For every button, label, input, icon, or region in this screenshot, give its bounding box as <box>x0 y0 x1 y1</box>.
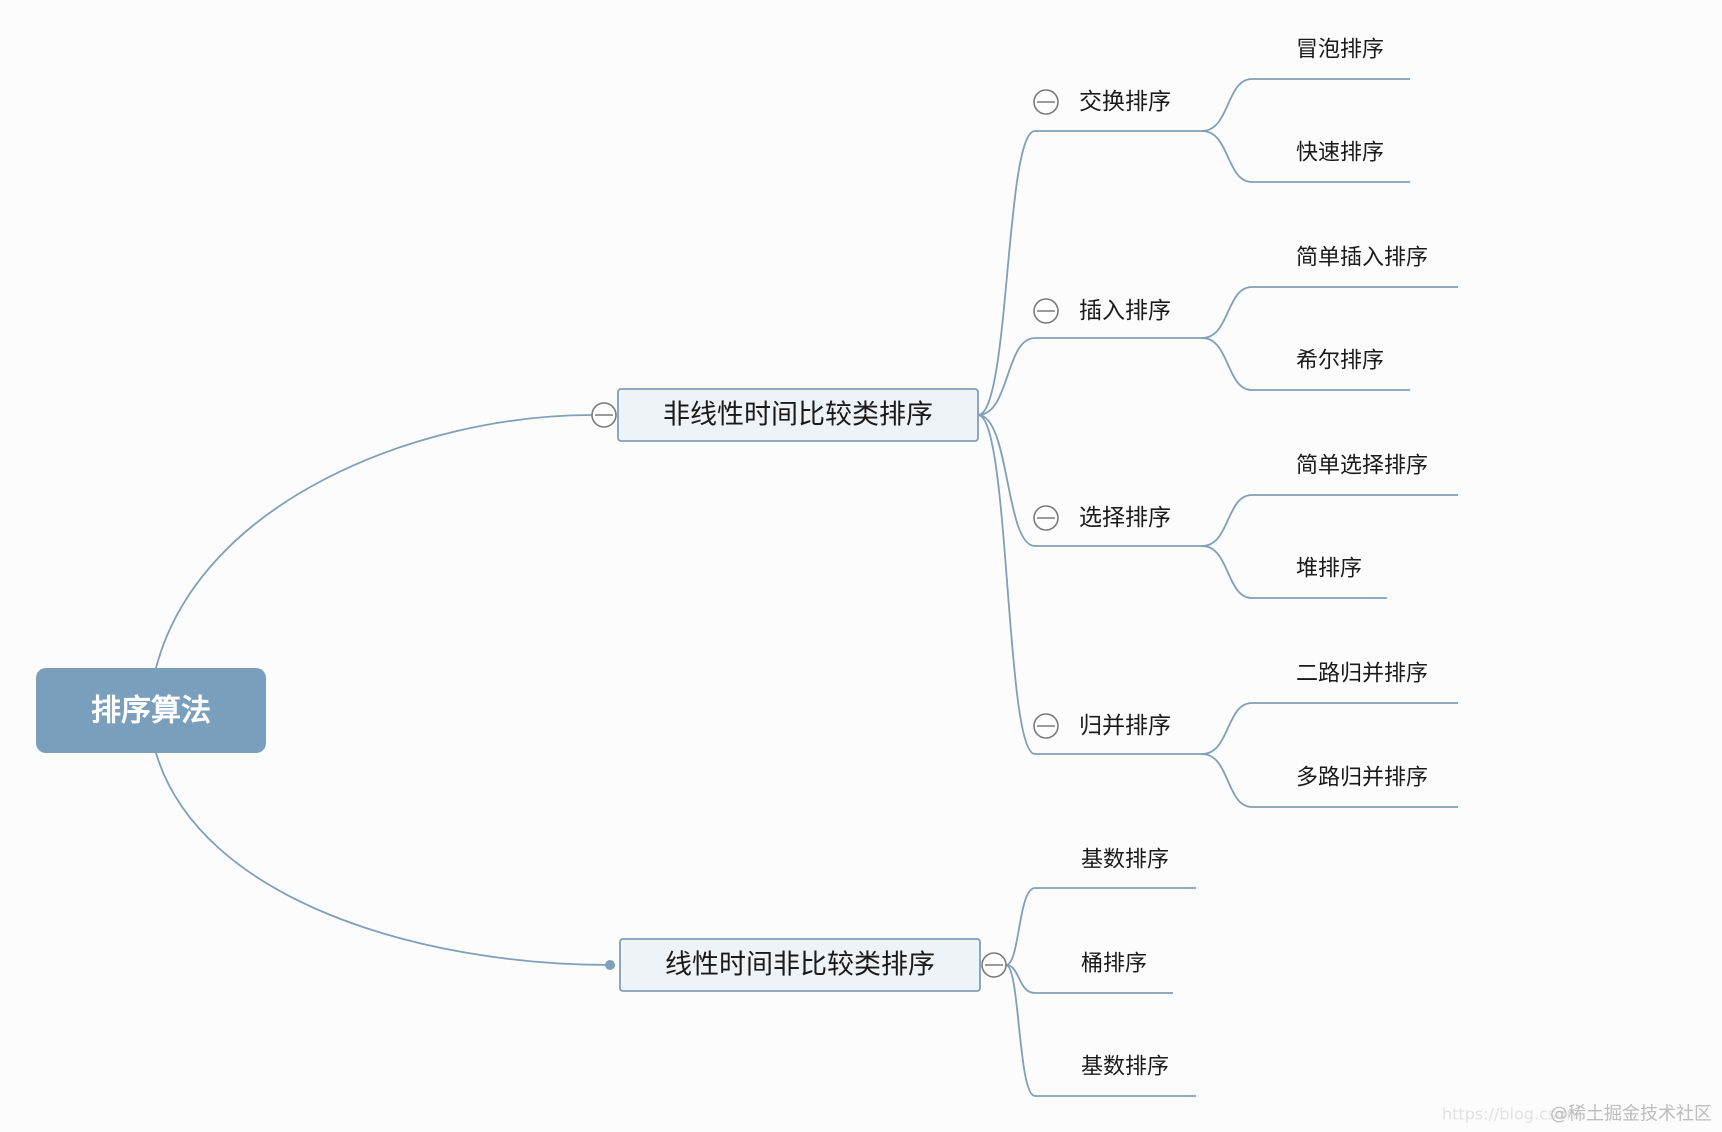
link-branch2-to-radix-1 <box>1005 887 1196 966</box>
link-select-to-simple-select <box>1201 494 1458 547</box>
collapse-icon[interactable] <box>1033 505 1059 531</box>
subtopic-label: 交换排序 <box>1079 89 1171 115</box>
leaf-topic-radix-sort-2[interactable]: 基数排序 <box>1081 1055 1169 1080</box>
root-topic[interactable]: 排序算法 <box>36 668 266 753</box>
branch-topic-nonlinear[interactable]: 非线性时间比较类排序 <box>617 388 979 442</box>
link-exchange-to-quick <box>1201 130 1410 183</box>
link-insert-to-simple-insert <box>1201 286 1458 339</box>
watermark-url: https://blog.csdn <box>1442 1105 1576 1124</box>
subtopic-label: 选择排序 <box>1079 505 1171 531</box>
subtopic-exchange-sort[interactable]: 交换排序 <box>1033 89 1171 115</box>
branch-topic-label: 非线性时间比较类排序 <box>663 400 933 431</box>
root-topic-label: 排序算法 <box>91 694 211 729</box>
link-root-to-branch-2 <box>155 752 611 966</box>
link-merge-to-two-way <box>1201 702 1458 755</box>
leaf-topic-simple-selection-sort[interactable]: 简单选择排序 <box>1296 454 1428 479</box>
link-branch1-to-merge <box>977 414 1202 755</box>
watermark-credit: @稀土掘金技术社区 <box>1550 1104 1712 1125</box>
leaf-topic-quick-sort[interactable]: 快速排序 <box>1296 141 1384 166</box>
root-topic-box <box>36 668 266 753</box>
leaf-topic-two-way-merge-sort[interactable]: 二路归并排序 <box>1296 662 1428 687</box>
branch-topic-label: 线性时间非比较类排序 <box>665 950 935 981</box>
leaf-topic-radix-sort[interactable]: 基数排序 <box>1081 848 1169 873</box>
branch-topic-linear[interactable]: 线性时间非比较类排序 <box>619 938 981 992</box>
leaf-topic-heap-sort[interactable]: 堆排序 <box>1296 557 1362 582</box>
collapse-icon[interactable] <box>1033 298 1059 324</box>
link-branch1-to-exchange <box>977 130 1202 416</box>
link-branch2-to-bucket <box>1005 964 1173 994</box>
branch-topic-box <box>619 938 981 992</box>
subtopic-merge-sort[interactable]: 归并排序 <box>1033 713 1171 739</box>
leaf-topic-shell-sort[interactable]: 希尔排序 <box>1296 349 1384 374</box>
subtopic-selection-sort[interactable]: 选择排序 <box>1033 505 1171 531</box>
subtopic-insertion-sort[interactable]: 插入排序 <box>1033 298 1171 324</box>
link-branch1-to-insert <box>977 337 1202 416</box>
leaf-topic-simple-insertion-sort[interactable]: 简单插入排序 <box>1296 246 1428 271</box>
collapse-icon[interactable] <box>981 952 1007 978</box>
leaf-topic-bubble-sort[interactable]: 冒泡排序 <box>1296 38 1384 63</box>
link-merge-to-multi-way <box>1201 753 1458 808</box>
link-exchange-to-bubble <box>1201 78 1410 132</box>
subtopic-label: 归并排序 <box>1079 713 1171 739</box>
link-select-to-heap <box>1201 545 1387 599</box>
link-insert-to-shell <box>1201 337 1410 391</box>
leaf-topic-multi-way-merge-sort[interactable]: 多路归并排序 <box>1296 766 1428 791</box>
collapse-icon[interactable] <box>1033 713 1059 739</box>
leaf-topic-bucket-sort[interactable]: 桶排序 <box>1081 952 1147 977</box>
subtopic-label: 插入排序 <box>1079 298 1171 324</box>
link-branch1-to-select <box>977 414 1202 547</box>
link-root-to-branch-1 <box>155 414 593 669</box>
connector-dot <box>605 960 615 970</box>
collapse-icon[interactable] <box>1033 89 1059 115</box>
link-branch2-to-radix-2 <box>1005 964 1196 1097</box>
collapse-icon[interactable] <box>591 402 617 428</box>
